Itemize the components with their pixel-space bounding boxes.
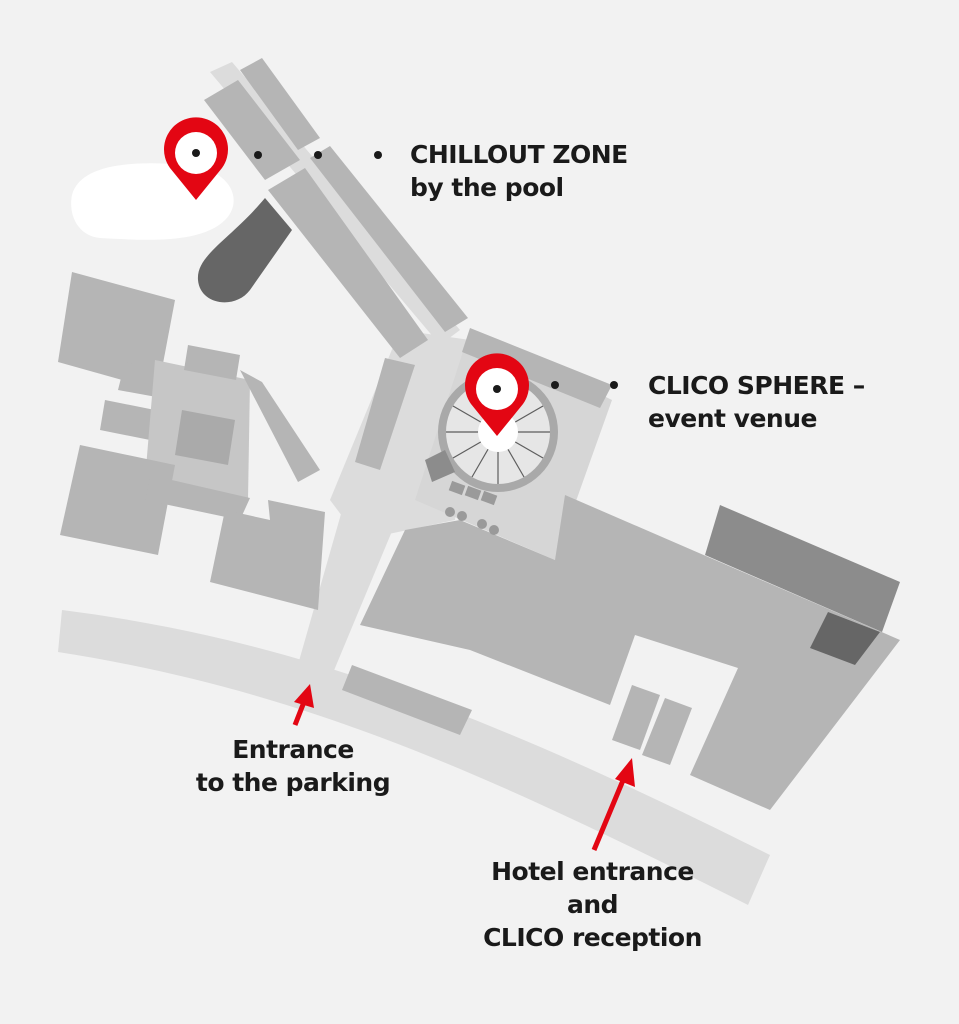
map-pin-icon[interactable] (465, 353, 529, 436)
label-line: CLICO reception (483, 923, 702, 952)
building (175, 410, 235, 465)
label-line: Hotel entrance (491, 857, 694, 886)
map-pin-icon[interactable] (164, 117, 229, 200)
label-line: event venue (648, 404, 817, 433)
label-line: to the parking (195, 768, 391, 797)
building (60, 445, 175, 555)
chillout-zone-label: CHILLOUT ZONE by the pool (410, 138, 628, 204)
building (100, 400, 155, 440)
hotel-wing-dark (810, 612, 880, 665)
entrance-road (295, 500, 405, 680)
label-line: and (566, 890, 619, 919)
leader-dots (254, 151, 618, 389)
arrow-icon (591, 758, 635, 851)
building (58, 272, 175, 390)
building (310, 146, 468, 332)
building (145, 475, 250, 520)
label-line: CLICO SPHERE – (648, 371, 865, 400)
building (240, 58, 320, 150)
hotel-entrance-label: Hotel entrance and CLICO reception (455, 855, 730, 954)
building (210, 500, 325, 610)
label-line: CHILLOUT ZONE (410, 140, 628, 169)
chillout-pad (197, 198, 292, 303)
building (342, 665, 472, 735)
building (268, 168, 428, 358)
building (204, 80, 300, 180)
entrance-canopy (642, 698, 692, 765)
entrance-canopy (612, 685, 660, 750)
label-line: by the pool (410, 173, 564, 202)
hotel-building (360, 495, 900, 810)
parking-entrance-label: Entrance to the parking (188, 733, 398, 799)
hotel-wing (705, 505, 900, 632)
building (240, 370, 320, 482)
label-line: Entrance (232, 735, 354, 764)
building (355, 358, 415, 470)
main-street (58, 610, 770, 905)
clico-sphere-label: CLICO SPHERE – event venue (648, 369, 865, 435)
building (462, 328, 612, 408)
building (184, 345, 240, 380)
arrow-icon (292, 684, 314, 726)
